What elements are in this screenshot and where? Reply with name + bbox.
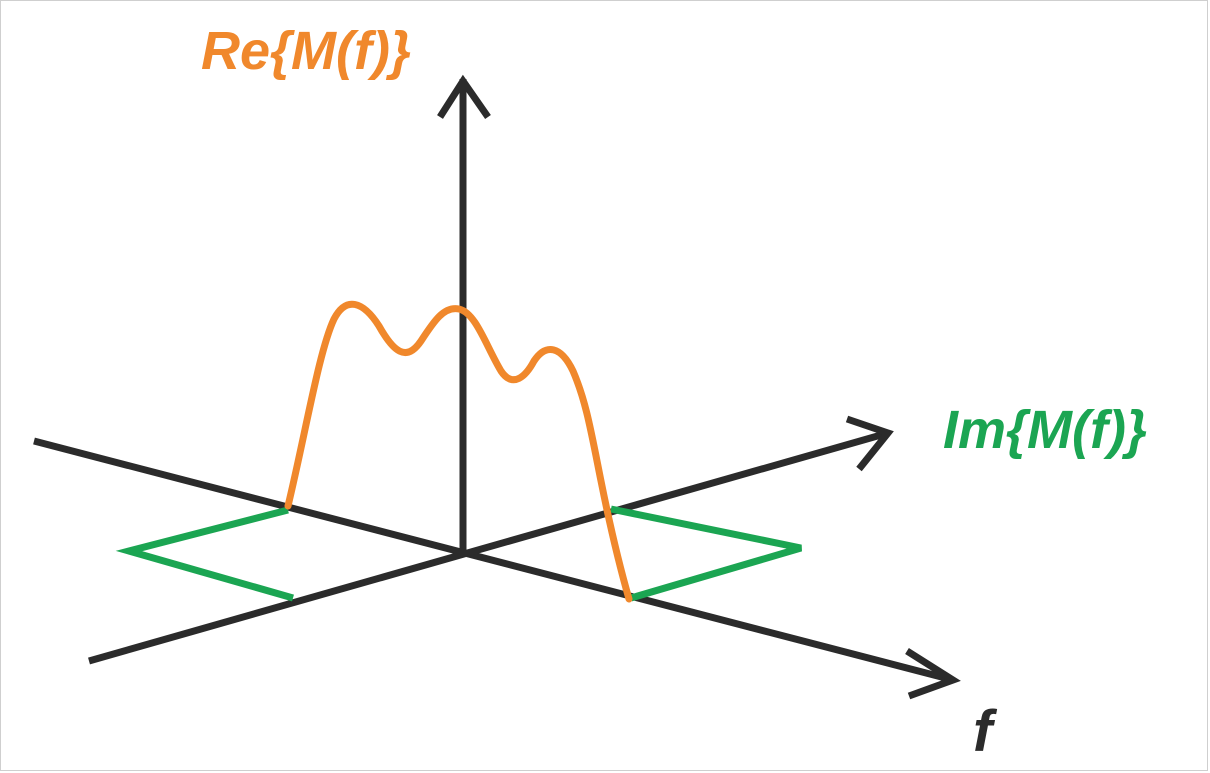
imaginary-part-left xyxy=(115,506,294,602)
imaginary-axis-label: Im{M(f)} xyxy=(943,400,1147,460)
frequency-axis xyxy=(33,437,954,684)
imaginary-axis xyxy=(88,429,889,665)
real-axis-arrowhead xyxy=(437,74,491,119)
frequency-axis-arrowhead xyxy=(905,648,961,700)
real-axis-label: Re{M(f)} xyxy=(201,21,411,81)
imaginary-part-right xyxy=(610,505,802,602)
imaginary-axis-arrowhead xyxy=(845,415,894,472)
frequency-axis-label: f xyxy=(973,699,998,764)
real-part-curve xyxy=(284,300,633,603)
